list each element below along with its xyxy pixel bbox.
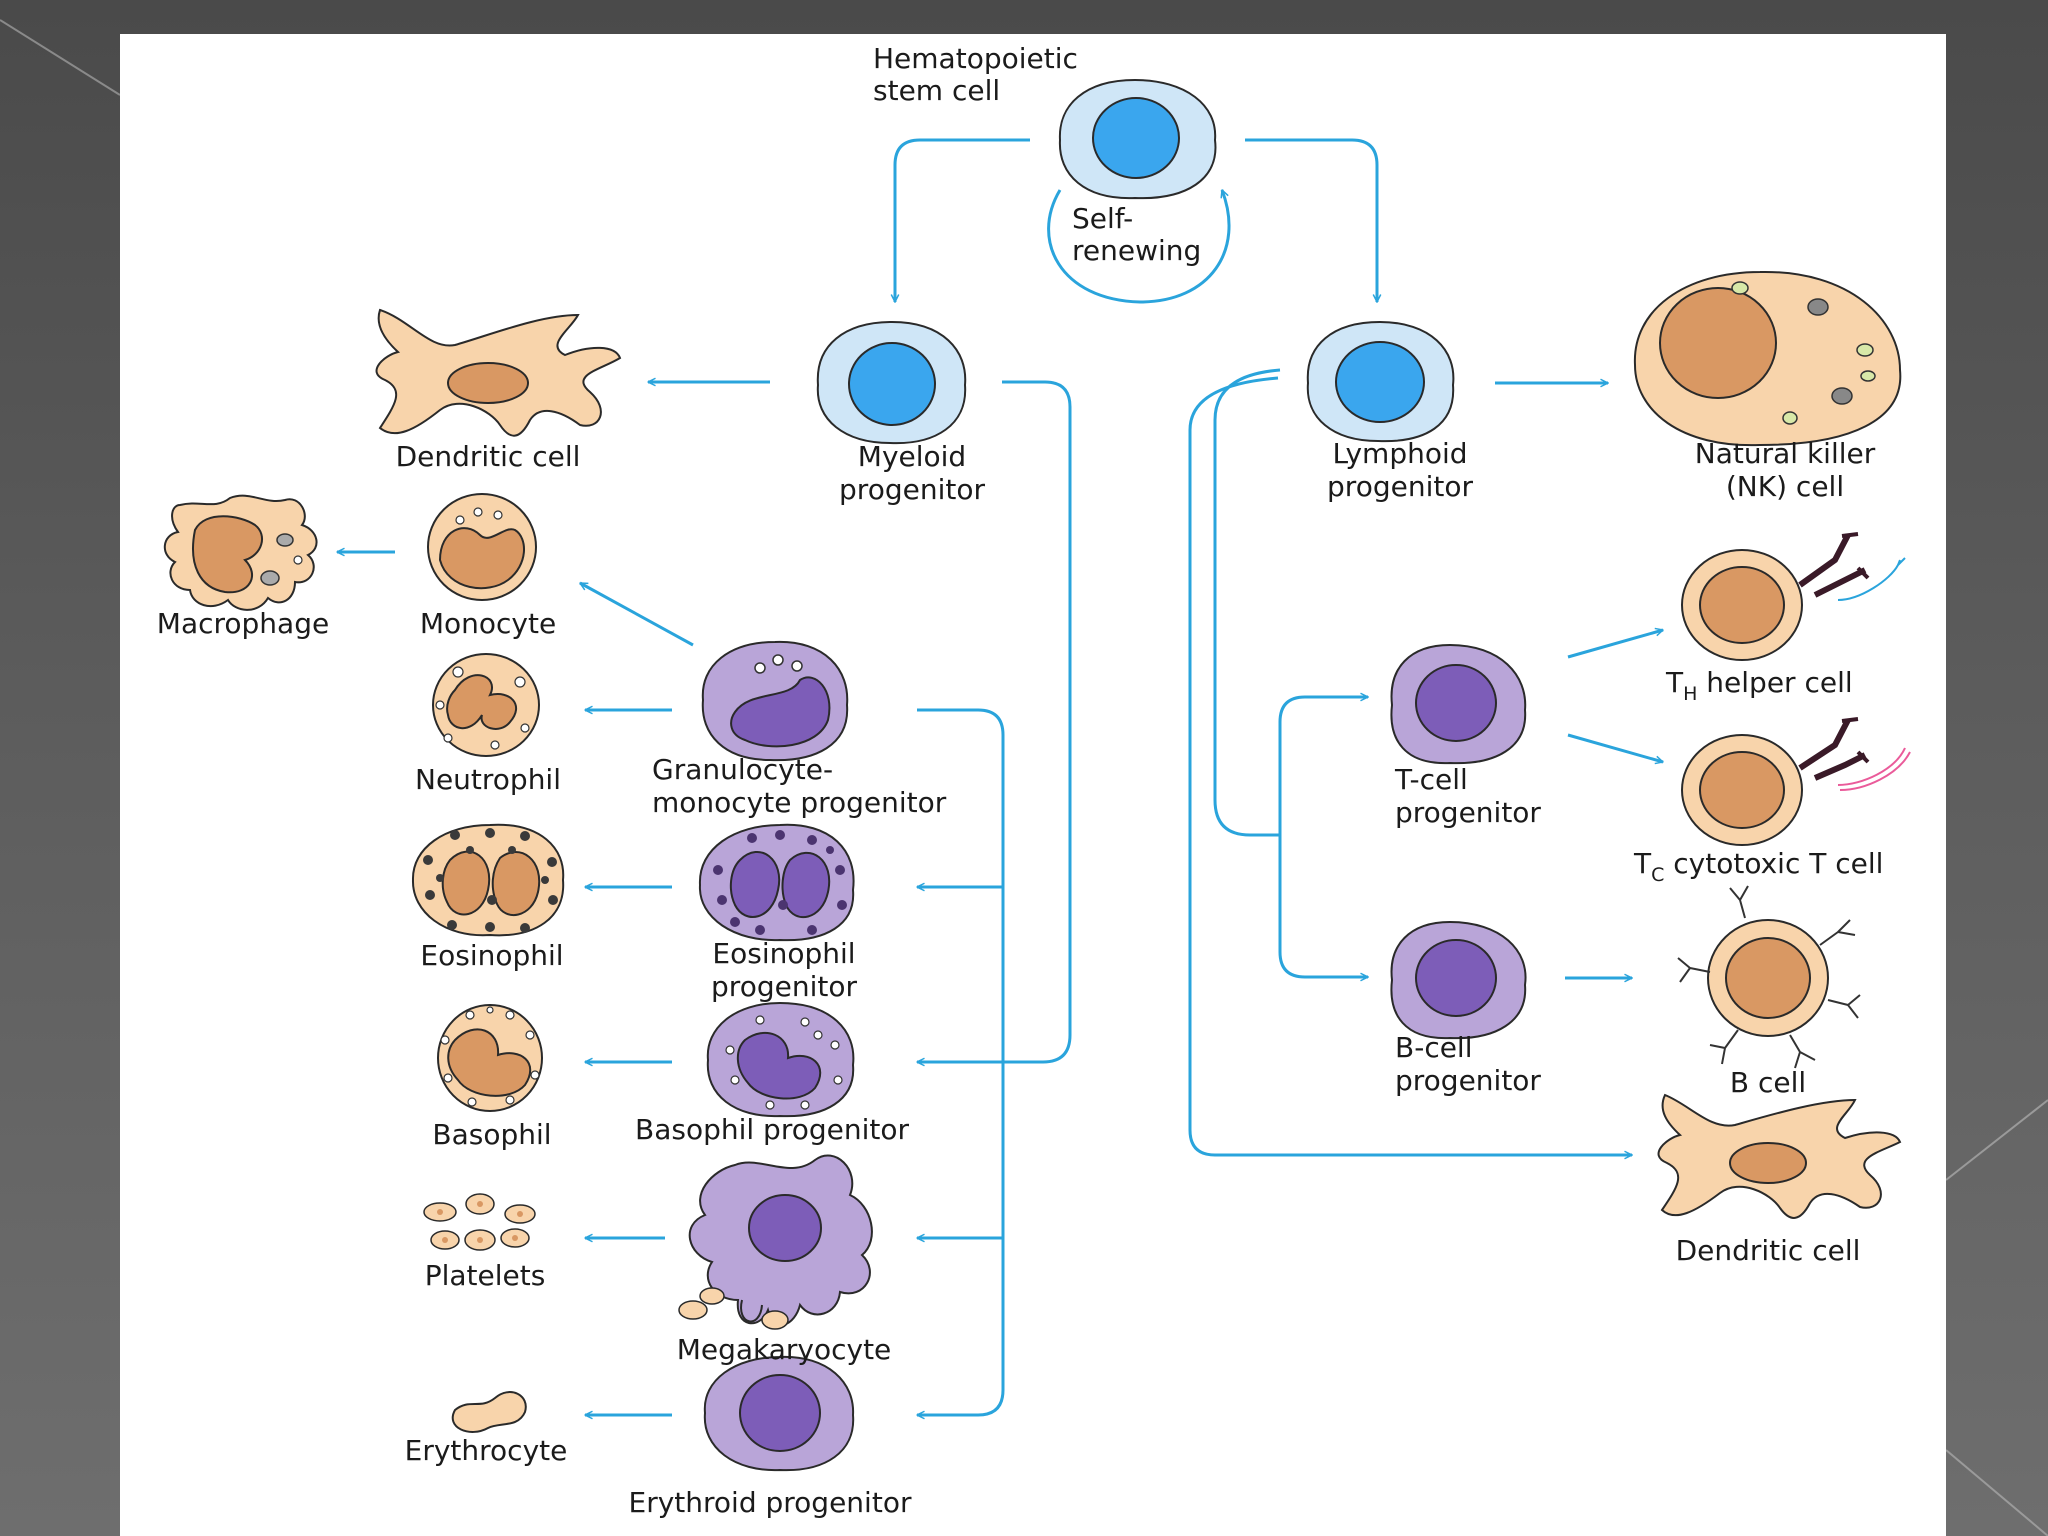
hsc-label-line-2: stem cell (873, 74, 1001, 107)
tc-sub: C (1651, 864, 1665, 886)
arrow-gm-to-monocyte (580, 581, 694, 647)
dendritic-cell-left (375, 308, 622, 437)
b-cell-progenitor-cell (1390, 920, 1527, 1040)
self-renewing-label: Self- renewing (1072, 203, 1201, 267)
dendritic-right-label: Dendritic cell (1675, 1234, 1861, 1267)
eos-prog-line-2: progenitor (711, 970, 857, 1003)
basophil-label: Basophil (432, 1118, 552, 1151)
myeloid-branch-bus (917, 708, 1005, 1415)
myeloid-label: Myeloid progenitor (839, 440, 985, 506)
nk-label-line-2: (NK) cell (1725, 470, 1845, 503)
macrophage-cell (163, 494, 318, 611)
arrow-to-b-progenitor (1278, 835, 1368, 977)
nk-label: Natural killer (NK) cell (1695, 437, 1875, 503)
diagram-panel (120, 34, 1946, 1536)
th-rest: helper cell (1697, 666, 1853, 699)
t-prog-line-1: T-cell (1395, 763, 1468, 796)
arrow-t-to-tc (1567, 733, 1663, 762)
megakaryocyte-cell (678, 1154, 873, 1330)
lymphoid-progenitor-cell (1306, 320, 1455, 443)
b-cell (1677, 885, 1861, 1069)
erythroid-progenitor-cell (703, 1355, 855, 1472)
th-label: TH helper cell (1666, 666, 1853, 705)
b-prog-line-2: progenitor (1395, 1064, 1541, 1097)
monocyte-cell (427, 493, 537, 601)
b-prog-line-1: B-cell (1395, 1031, 1473, 1064)
platelets-label: Platelets (424, 1259, 546, 1292)
t-prog-line-2: progenitor (1395, 796, 1541, 829)
eos-progenitor-label: Eosinophil progenitor (711, 937, 857, 1003)
arrow-hsc-to-myeloid (895, 138, 1030, 302)
lymphoid-label-line-2: progenitor (1327, 470, 1473, 503)
myeloid-progenitor-cell (816, 320, 967, 445)
hsc-cell (1058, 78, 1217, 200)
arrow-lymphoid-to-dendritic (1188, 376, 1632, 1155)
eos-prog-line-1: Eosinophil (712, 937, 856, 970)
dendritic-cell-right (1657, 1093, 1902, 1219)
baso-progenitor-label: Basophil progenitor (634, 1113, 910, 1146)
erythroid-label: Erythroid progenitor (628, 1486, 912, 1519)
myeloid-label-line-1: Myeloid (857, 440, 967, 473)
macrophage-label: Macrophage (156, 607, 330, 640)
lymphoid-label: Lymphoid progenitor (1327, 437, 1473, 503)
erythrocyte-cell (451, 1391, 527, 1433)
tc-label: TC cytotoxic T cell (1634, 847, 1884, 886)
t-progenitor-label: T-cell progenitor (1395, 763, 1541, 829)
neutrophil-label: Neutrophil (414, 763, 562, 796)
gm-label-line-2: monocyte progenitor (652, 786, 947, 819)
nk-cell (1633, 270, 1902, 447)
myeloid-trunk (917, 380, 1072, 1062)
eosinophil-progenitor-cell (698, 823, 855, 942)
self-renewing-line-1: Self- (1072, 202, 1134, 235)
gm-label-line-1: Granulocyte- (652, 753, 834, 786)
lymphoid-branch-t-b (1213, 368, 1281, 837)
self-renewing-line-2: renewing (1072, 234, 1202, 267)
th-helper-cell (1681, 532, 1906, 661)
hsc-label: Hematopoietic stem cell (873, 43, 1078, 107)
self-renewing-loop (1047, 190, 1231, 304)
dendritic-left-label: Dendritic cell (395, 440, 581, 473)
megakaryocyte-label: Megakaryocyte (676, 1333, 892, 1366)
tc-main: T (1634, 847, 1652, 880)
th-main: T (1666, 666, 1684, 699)
eosinophil-cell (411, 823, 565, 937)
hsc-label-line-1: Hematopoietic (873, 42, 1078, 75)
arrow-t-to-th (1567, 630, 1663, 659)
erythrocyte-label: Erythrocyte (404, 1434, 568, 1467)
t-b-split (1278, 697, 1368, 835)
arrow-hsc-to-lymphoid (1245, 138, 1377, 302)
platelets (423, 1193, 536, 1251)
basophil-cell (437, 1004, 543, 1112)
myeloid-label-line-2: progenitor (839, 473, 985, 506)
th-sub: H (1683, 683, 1698, 705)
b-cell-label: B cell (1729, 1066, 1807, 1099)
tc-rest: cytotoxic T cell (1664, 847, 1884, 880)
monocyte-label: Monocyte (419, 607, 557, 640)
basophil-progenitor-cell (706, 1001, 855, 1118)
b-progenitor-label: B-cell progenitor (1395, 1031, 1541, 1097)
tc-cytotoxic-cell (1681, 717, 1911, 846)
gm-progenitor-cell (701, 640, 849, 762)
arrows (337, 138, 1663, 1415)
t-cell-progenitor-cell (1390, 643, 1527, 765)
gm-progenitor-label: Granulocyte- monocyte progenitor (652, 753, 946, 819)
lymphoid-label-line-1: Lymphoid (1332, 437, 1468, 470)
neutrophil-cell (432, 653, 540, 757)
eosinophil-label: Eosinophil (420, 939, 564, 972)
nk-label-line-1: Natural killer (1694, 437, 1876, 470)
